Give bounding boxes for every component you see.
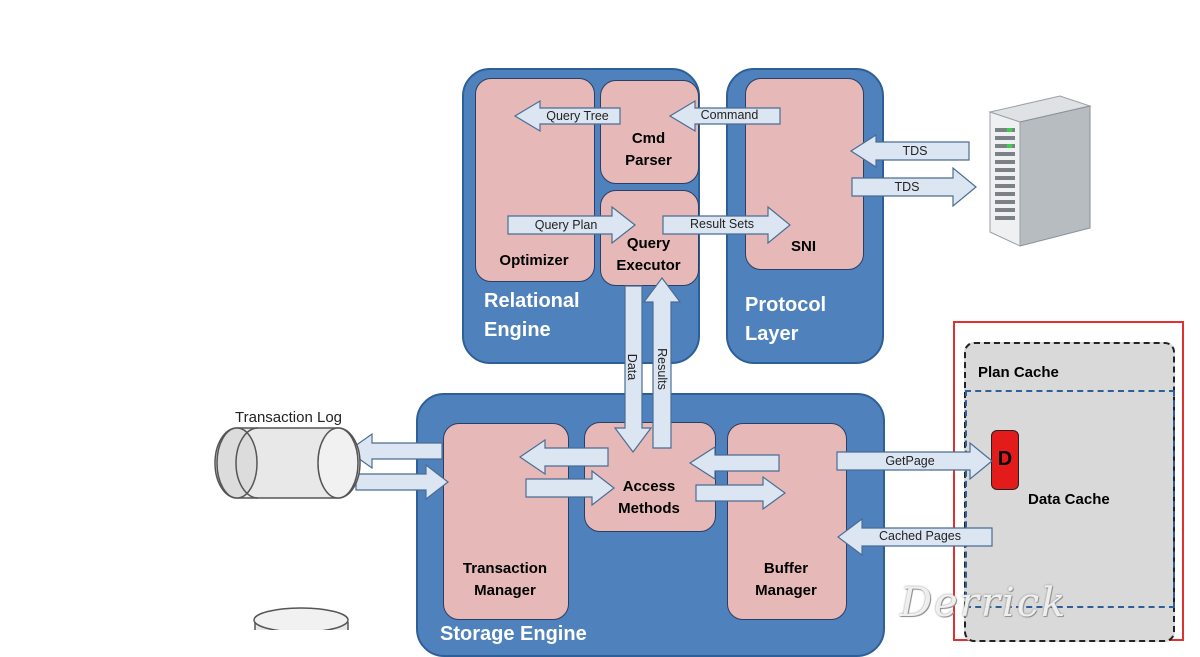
transaction-manager-label: Transaction Manager xyxy=(443,558,567,602)
plan-cache-label: Plan Cache xyxy=(978,364,1059,381)
buffer-manager-label: Buffer Manager xyxy=(727,558,845,602)
log-read-arrow xyxy=(346,432,443,470)
transaction-log-cylinder xyxy=(214,427,361,499)
protocol-layer-title-line2: Layer xyxy=(745,323,799,345)
log-write-arrow xyxy=(355,463,449,501)
access-methods-label-line2: Methods xyxy=(618,500,680,517)
get-page-arrow xyxy=(836,441,993,481)
transaction-manager-label-line1: Transaction xyxy=(462,560,548,577)
optimizer-label: Optimizer xyxy=(499,252,569,269)
sni-label: SNI xyxy=(790,238,816,255)
query-executor-label: Query Executor xyxy=(600,233,697,277)
query-tree-arrow xyxy=(513,99,621,133)
results-arrow xyxy=(642,277,682,449)
command-label: Command xyxy=(700,108,759,122)
cmd-parser-label-line1: Cmd xyxy=(631,130,666,147)
buffer-manager-label-line1: Buffer xyxy=(763,560,809,577)
data-page-marker xyxy=(991,430,1019,490)
tds-in-label: TDS xyxy=(902,144,928,158)
access-to-buffer-arrow xyxy=(695,475,787,511)
query-plan-arrow xyxy=(507,205,636,245)
result-sets-arrow xyxy=(662,205,791,245)
data-cache-box xyxy=(965,390,1175,608)
diagram-shapes xyxy=(214,95,1092,630)
buffer-to-access-arrow xyxy=(688,445,780,481)
cached-pages-arrow xyxy=(837,517,993,557)
cached-pages-label: Cached Pages xyxy=(878,529,961,543)
access-methods-box xyxy=(584,422,716,532)
transaction-log-label: Transaction Log xyxy=(235,409,343,426)
tds-in-arrow xyxy=(849,133,970,169)
query-executor-label-line1: Query xyxy=(626,235,671,252)
database-cylinder xyxy=(253,607,349,630)
data-page-marker-letter: D xyxy=(997,448,1013,470)
protocol-layer-title: Protocol Layer xyxy=(745,291,875,349)
buffer-manager-label-line2: Manager xyxy=(755,582,817,599)
protocol-layer-title-line1: Protocol xyxy=(745,294,827,316)
results-label: Results xyxy=(655,348,669,390)
watermark: Derrick xyxy=(900,580,1068,626)
relational-engine-title-line2: Engine xyxy=(484,319,551,341)
cmd-parser-label-line2: Parser xyxy=(625,152,672,169)
relational-engine-title: Relational Engine xyxy=(484,287,624,345)
query-executor-label-line2: Executor xyxy=(616,257,681,274)
tds-out-arrow xyxy=(851,166,977,208)
access-methods-label-line1: Access xyxy=(622,478,676,495)
get-page-label: GetPage xyxy=(885,454,935,468)
data-arrow xyxy=(613,285,653,453)
transaction-manager-label-line2: Manager xyxy=(474,582,536,599)
access-methods-label: Access Methods xyxy=(584,476,714,520)
access-to-tran-arrow xyxy=(518,438,609,476)
data-cache-label: Data Cache xyxy=(1028,491,1110,508)
tran-to-access-arrow xyxy=(525,469,615,507)
command-arrow xyxy=(668,99,781,133)
cmd-parser-box xyxy=(600,80,699,184)
relational-engine-title-line1: Relational xyxy=(484,290,580,312)
data-label: Data xyxy=(625,353,639,381)
query-plan-label: Query Plan xyxy=(534,218,598,232)
tds-out-label: TDS xyxy=(894,180,920,194)
cmd-parser-label: Cmd Parser xyxy=(600,128,697,172)
server-icon xyxy=(988,95,1092,247)
result-sets-label: Result Sets xyxy=(690,217,754,231)
query-tree-label: Query Tree xyxy=(546,109,609,123)
